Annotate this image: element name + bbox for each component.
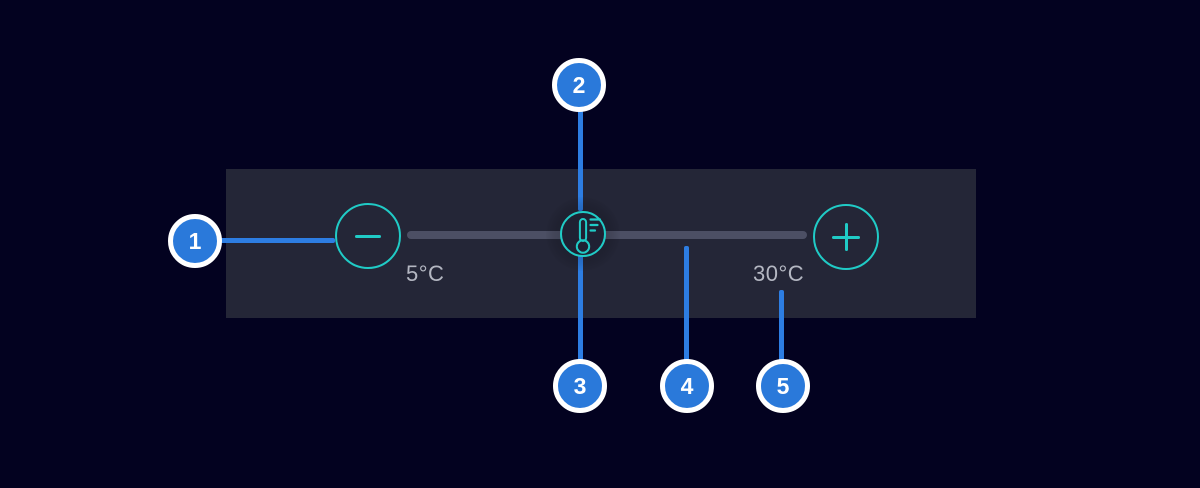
callout-1-line [219,238,335,243]
thermometer-icon [562,213,604,255]
callout-2-badge: 2 [552,58,606,112]
callout-5-line [779,290,784,362]
plus-icon [832,223,860,251]
minus-icon [355,234,381,238]
callout-1-badge: 1 [168,214,222,268]
callout-4-badge: 4 [660,359,714,413]
decrease-temp-button[interactable] [335,203,401,269]
slider-track[interactable] [407,231,807,239]
callout-5-badge: 5 [756,359,810,413]
callout-3-line [578,252,583,362]
callout-2-line [578,110,583,211]
increase-temp-button[interactable] [813,204,879,270]
max-temp-label: 30°C [753,261,805,286]
min-temp-label: 5°C [406,261,445,286]
slider-handle[interactable] [560,211,606,257]
callout-3-badge: 3 [553,359,607,413]
callout-4-line [684,246,689,362]
